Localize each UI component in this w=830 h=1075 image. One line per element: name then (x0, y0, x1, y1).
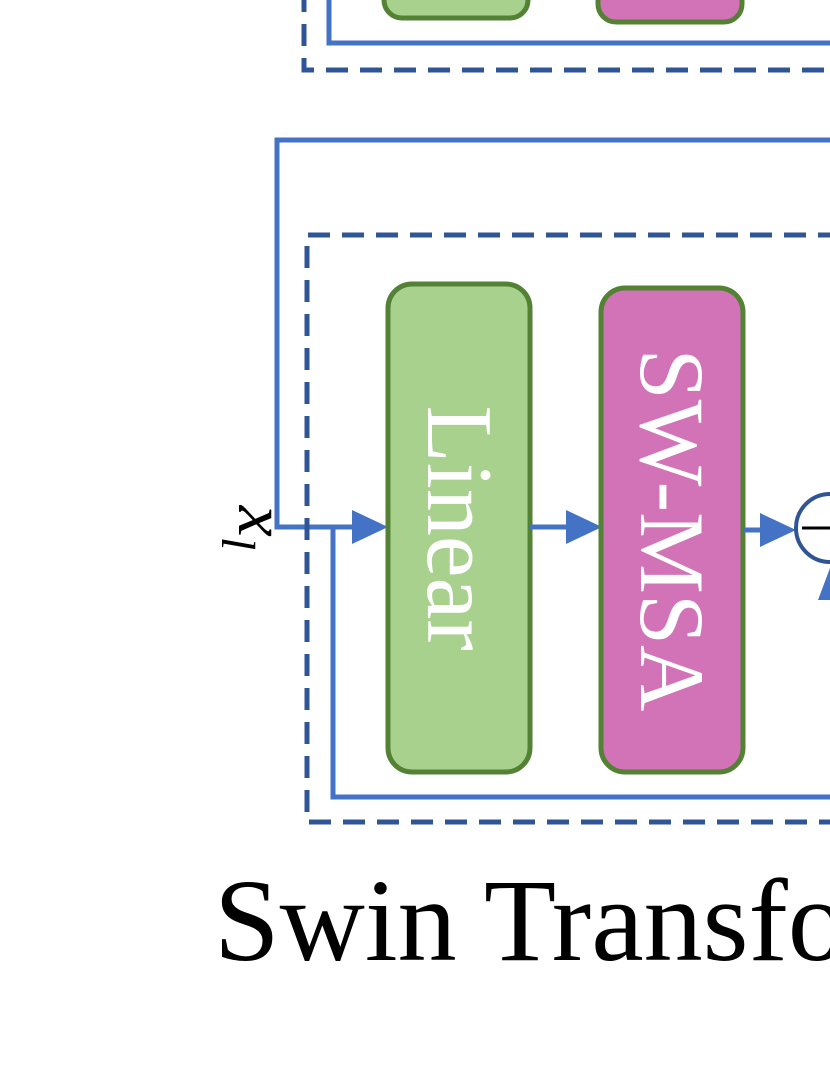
input-symbol: x (224, 505, 301, 537)
linear-label: Linear (407, 405, 511, 650)
add-node (794, 492, 830, 600)
arrow-into-msa (566, 510, 602, 544)
dashed-border (304, 232, 830, 825)
input-label-text: xl (212, 505, 301, 550)
diagram-caption: Swin Transfo (214, 855, 830, 986)
outer-skip-line (274, 137, 830, 530)
upper-dashed-border (301, 0, 830, 73)
swmsa-block: SW-MSA (598, 285, 746, 775)
add-input-arrow (818, 568, 830, 600)
add-circle (794, 492, 830, 564)
arrow-into-linear (352, 510, 388, 544)
input-subscript: l (212, 537, 265, 550)
arrow-into-add (760, 513, 796, 547)
inner-skip-line (330, 527, 830, 800)
swmsa-label: SW-MSA (621, 349, 723, 712)
upper-linear-box (381, 0, 531, 21)
upper-msa-box (595, 0, 745, 25)
upper-block (301, 0, 830, 73)
input-label: xl (212, 505, 301, 550)
upper-skip-line (326, 0, 830, 46)
linear-block: Linear (385, 281, 533, 775)
